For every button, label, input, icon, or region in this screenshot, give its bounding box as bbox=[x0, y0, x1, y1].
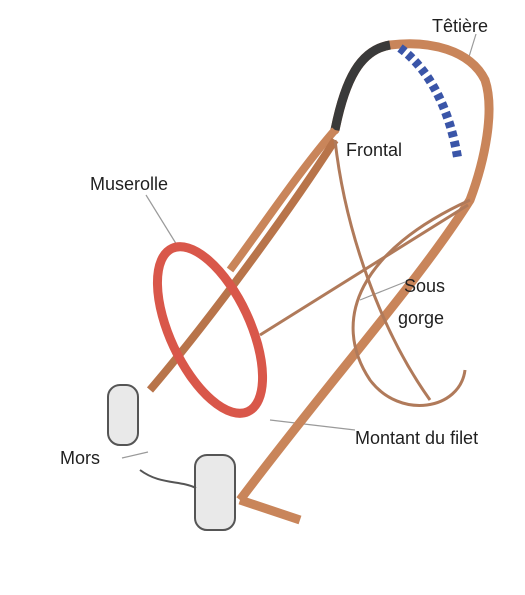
bit-ring-right bbox=[195, 455, 235, 530]
label-montant: Montant du filet bbox=[355, 428, 478, 448]
rein-end bbox=[240, 500, 300, 520]
label-gorge: gorge bbox=[398, 308, 444, 328]
label-muserolle: Muserolle bbox=[90, 174, 168, 194]
frontal-strap bbox=[230, 130, 335, 270]
bit-mouthpiece bbox=[140, 470, 196, 488]
label-sous: Sous bbox=[404, 276, 445, 296]
browband-blue-section bbox=[400, 48, 458, 160]
leader-muserolle bbox=[146, 195, 180, 250]
label-tetiere: Têtière bbox=[432, 16, 488, 36]
label-frontal: Frontal bbox=[346, 140, 402, 160]
leader-mors bbox=[122, 452, 148, 458]
muserolle-strap bbox=[136, 232, 285, 429]
bit-ring-left bbox=[108, 385, 138, 445]
leader-montant bbox=[270, 420, 355, 430]
label-mors: Mors bbox=[60, 448, 100, 468]
tetiere-dark-section bbox=[335, 45, 390, 130]
